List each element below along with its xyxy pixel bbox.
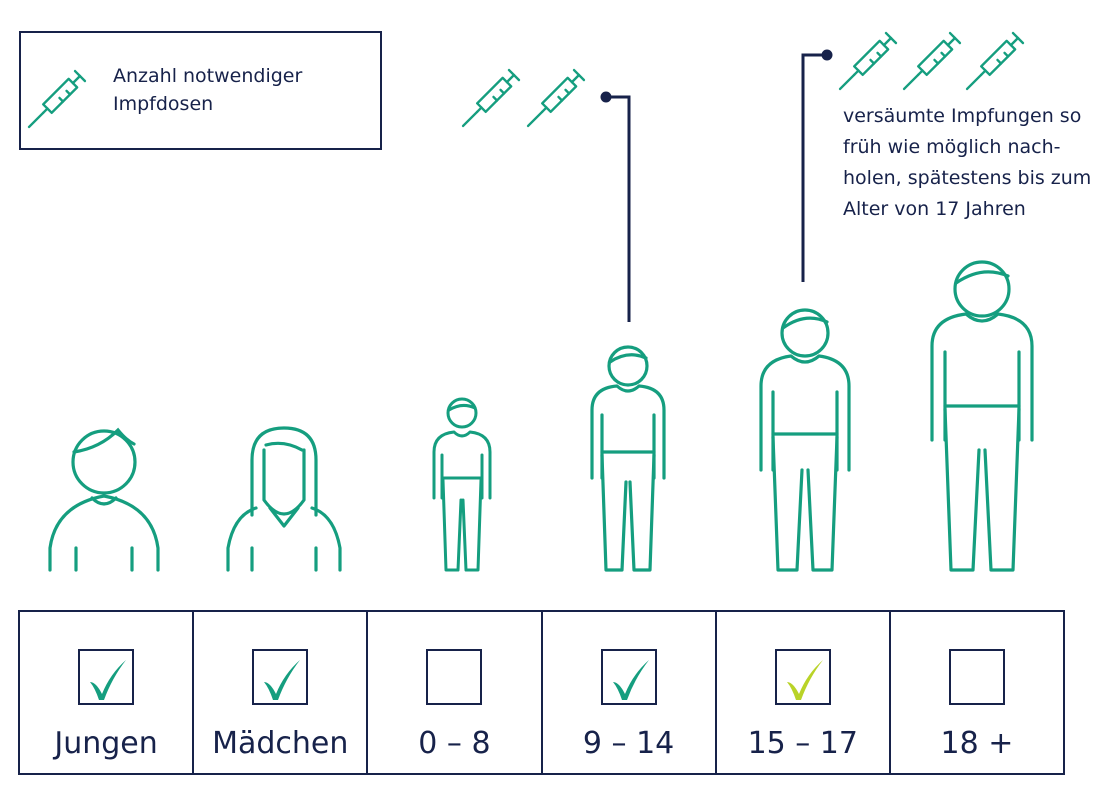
catch-up-note: versäumte Impfungen so früh wie möglich … bbox=[843, 105, 1092, 220]
adult-figure-18-plus bbox=[930, 260, 1034, 572]
syringe-icon bbox=[897, 31, 962, 96]
connector-line-9-14 bbox=[600, 91, 631, 322]
eligibility-table: Jungen Mädchen 0 – 8 9 – 14 15 – 17 18 + bbox=[18, 610, 1065, 775]
connector-line-15-17 bbox=[801, 49, 833, 282]
column-18-plus: 18 + bbox=[891, 612, 1063, 773]
checkmark-icon bbox=[90, 660, 127, 700]
child-figure-0-8 bbox=[432, 397, 492, 572]
column-9-14: 9 – 14 bbox=[543, 612, 717, 773]
column-label: 0 – 8 bbox=[418, 726, 491, 761]
column-label: 9 – 14 bbox=[582, 726, 675, 761]
checkmark-shape bbox=[786, 660, 823, 700]
column-label: Jungen bbox=[54, 726, 158, 761]
boy-bust-figure bbox=[48, 427, 160, 572]
syringe-icon bbox=[521, 68, 586, 133]
legend-text: Anzahl notwendiger Impfdosen bbox=[113, 65, 303, 115]
syringe-icon bbox=[960, 31, 1025, 96]
column-maedchen: Mädchen bbox=[194, 612, 369, 773]
checkbox[interactable] bbox=[78, 649, 135, 705]
syringe-icon bbox=[456, 68, 521, 133]
checkmark-icon bbox=[430, 652, 480, 704]
column-label: 18 + bbox=[940, 726, 1014, 761]
legend-box: Anzahl notwendiger Impfdosen bbox=[19, 31, 382, 150]
checkmark-icon bbox=[264, 660, 301, 700]
checkmark-shape bbox=[612, 660, 649, 700]
checkbox[interactable] bbox=[948, 649, 1005, 705]
syringe-icon bbox=[833, 31, 898, 96]
checkbox[interactable] bbox=[252, 649, 309, 705]
column-label: 15 – 17 bbox=[747, 726, 858, 761]
column-0-8: 0 – 8 bbox=[368, 612, 543, 773]
checkmark-icon bbox=[953, 652, 1003, 704]
checkbox[interactable] bbox=[774, 649, 831, 705]
teen-figure-9-14 bbox=[590, 345, 666, 572]
column-jungen: Jungen bbox=[20, 612, 195, 773]
column-15-17: 15 – 17 bbox=[717, 612, 891, 773]
checkmark-icon bbox=[612, 660, 649, 700]
checkmark-shape bbox=[90, 660, 127, 700]
youth-figure-15-17 bbox=[759, 308, 851, 572]
column-label: Mädchen bbox=[212, 726, 349, 761]
checkmark-shape bbox=[264, 660, 301, 700]
checkbox[interactable] bbox=[600, 649, 657, 705]
checkmark-icon bbox=[786, 660, 823, 700]
checkbox[interactable] bbox=[426, 649, 483, 705]
girl-bust-figure bbox=[226, 426, 342, 572]
